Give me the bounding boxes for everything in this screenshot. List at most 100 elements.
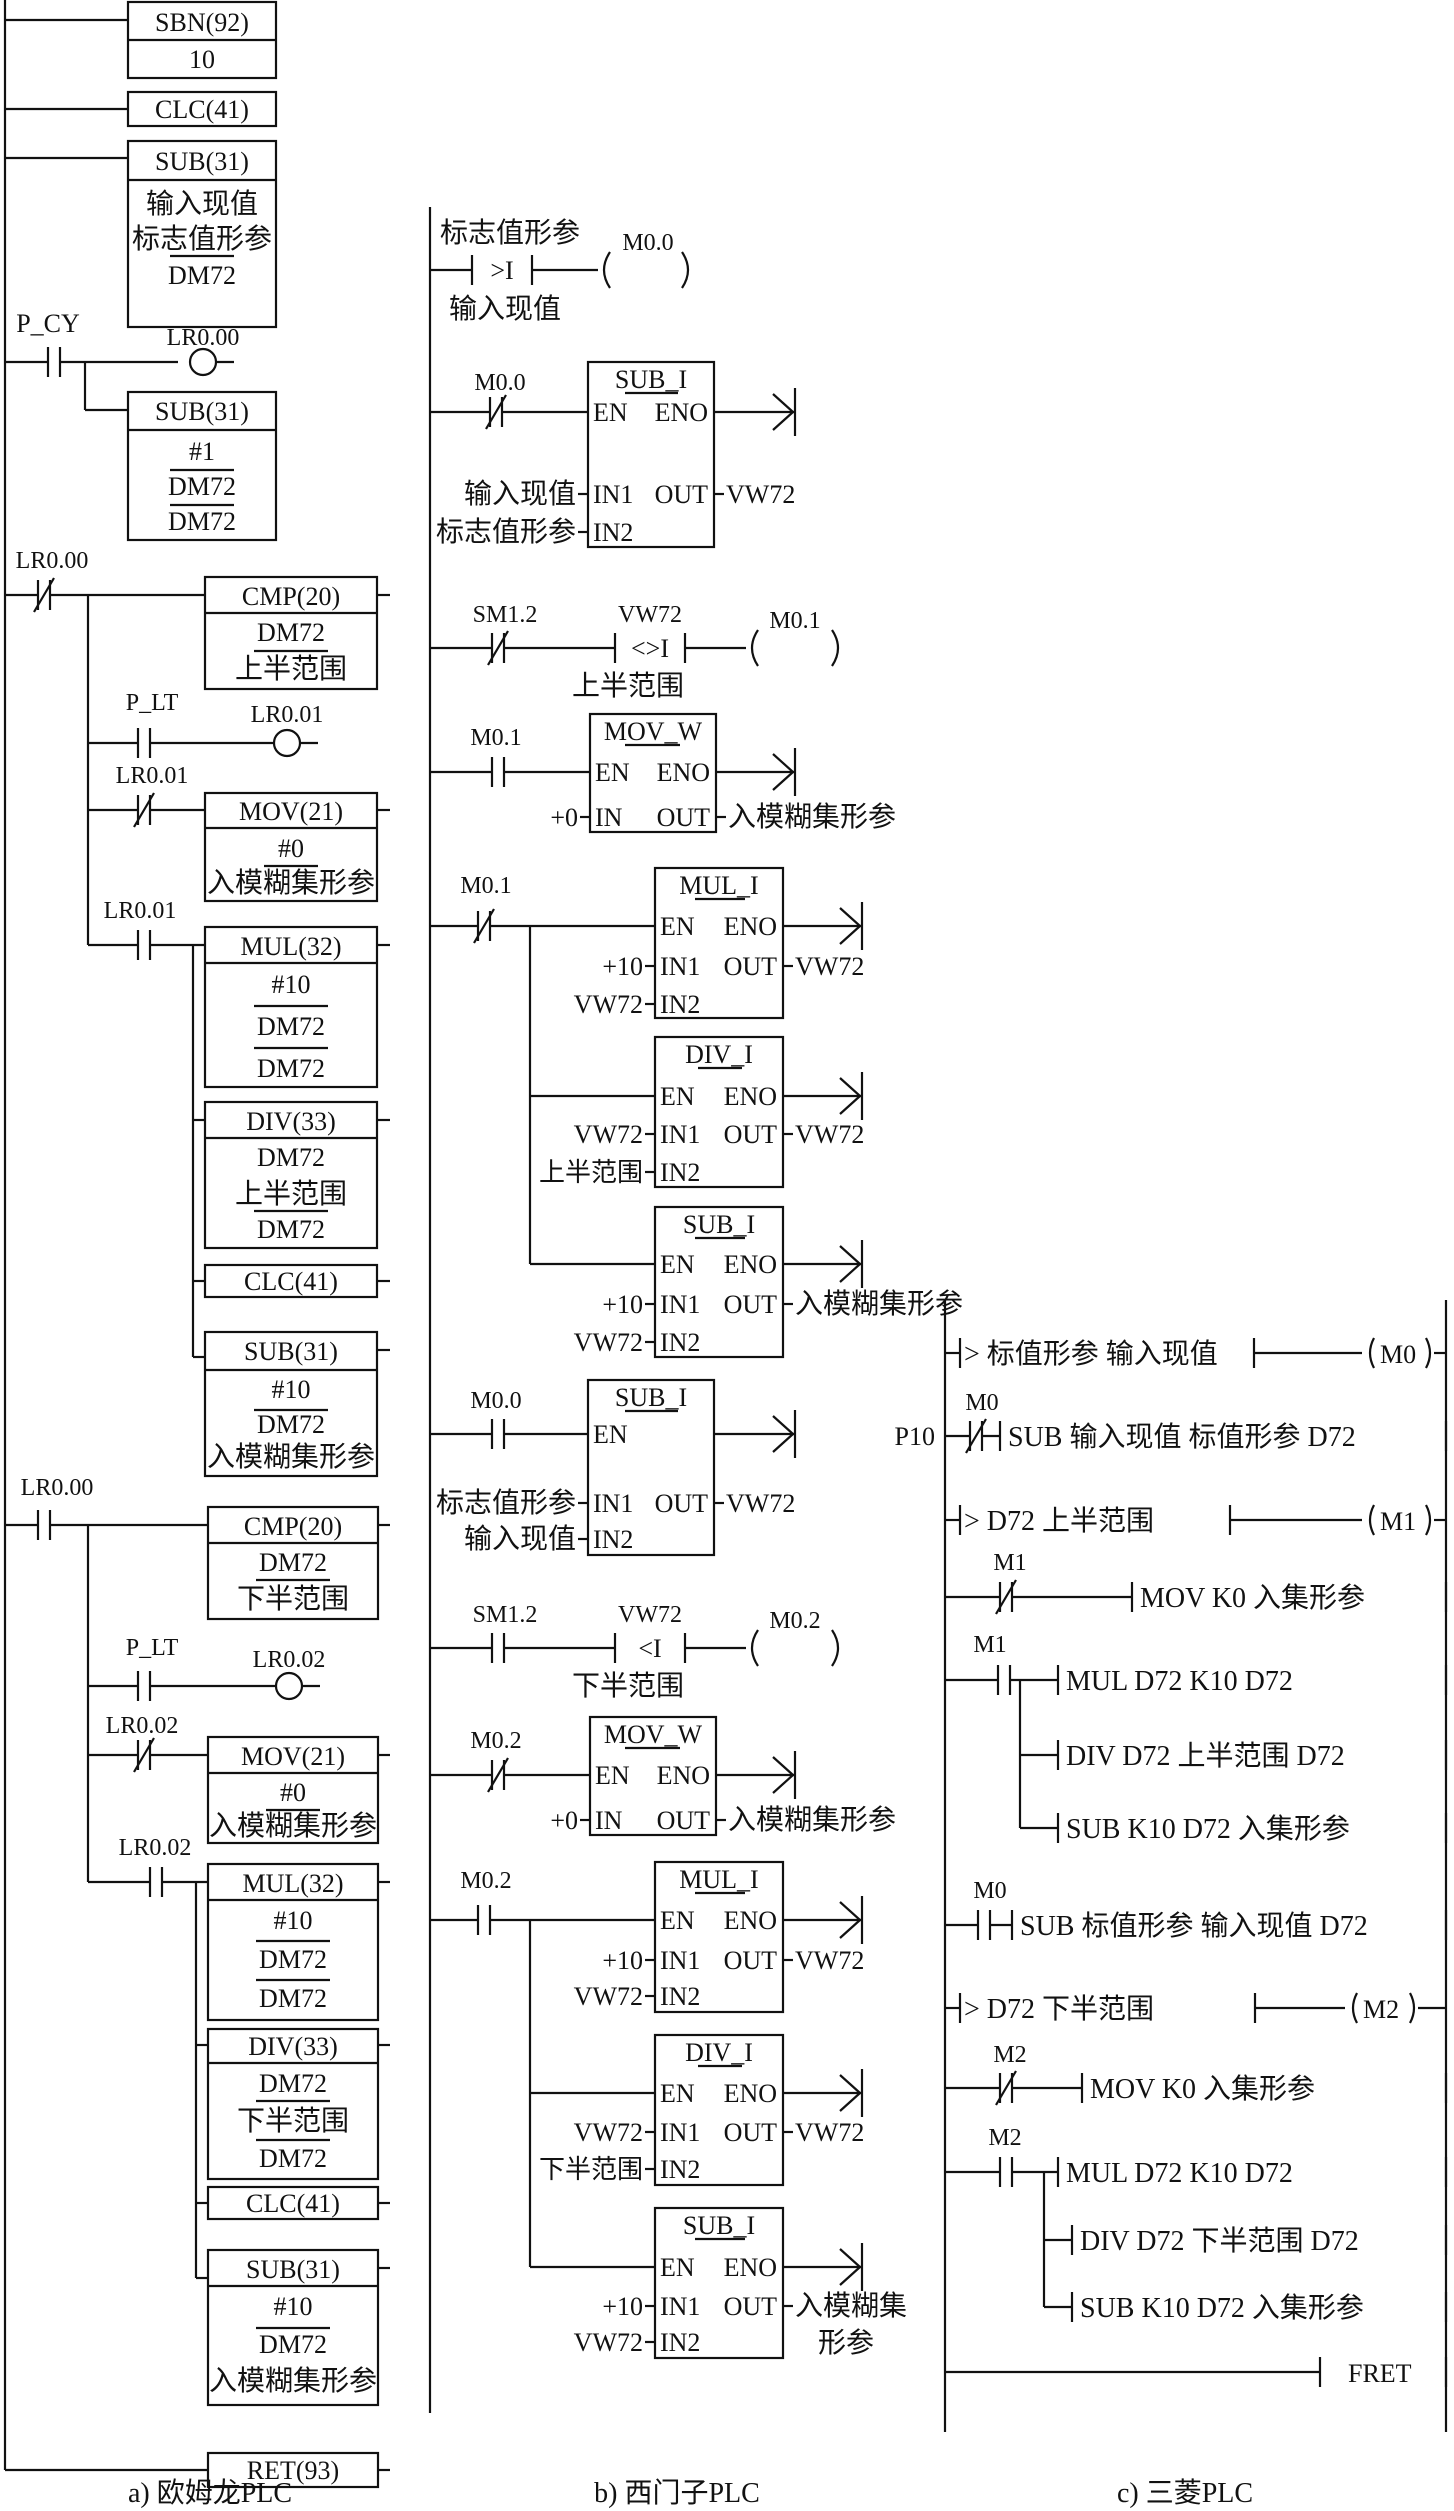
omron-div-operand: DM72 (259, 2144, 327, 2173)
siemens-operand: VW72 (795, 952, 864, 981)
siemens-operand: VW72 (574, 1120, 643, 1149)
siemens-pin-label: ENO (724, 1906, 777, 1935)
siemens-contact-label: M0.0 (474, 370, 525, 396)
omron-sub-operand: 入模糊集形参 (207, 1441, 375, 1473)
siemens-pin-label: OUT (655, 1489, 709, 1518)
omron-cmp-label: CMP(20) (244, 1512, 342, 1541)
omron-mul-label: MUL(32) (240, 932, 341, 961)
siemens-operand: VW72 (574, 990, 643, 1019)
siemens-pin-label: ENO (655, 398, 708, 427)
siemens-block-title: MUL_I (679, 871, 758, 900)
omron-coil-label: LR0.00 (167, 325, 240, 351)
siemens-pin-label: OUT (657, 803, 711, 832)
mitsubishi-compare: > D72 上半范围 (964, 1505, 1154, 1537)
siemens-contact-label: M0.1 (460, 873, 511, 899)
omron-contact-label: P_LT (126, 690, 179, 716)
siemens-operand: 输入现值 (464, 1523, 576, 1555)
siemens-operand: 形参 (818, 2327, 874, 2359)
siemens-compare-operand: 输入现值 (449, 293, 561, 325)
siemens-pin-label: IN1 (660, 952, 700, 981)
siemens-pin-label: ENO (724, 912, 777, 941)
siemens-block-title: MUL_I (679, 1865, 758, 1894)
omron-sub-operand: DM72 (257, 1410, 325, 1439)
caption-mitsubishi: c) 三菱PLC (1117, 2477, 1253, 2509)
omron-cmp-operand: 上半范围 (235, 653, 347, 685)
omron-mul-operand: #10 (272, 970, 311, 999)
siemens-block-title: SUB_I (683, 2211, 755, 2240)
siemens-operand: +0 (550, 803, 578, 832)
omron-sub-operand: 入模糊集形参 (209, 2365, 377, 2397)
mitsubishi-instruction: MOV K0 入集形参 (1140, 1582, 1365, 1614)
siemens-pin-label: IN1 (660, 1290, 700, 1319)
omron-sub-operand: #10 (272, 1375, 311, 1404)
omron-contact-label: P_LT (126, 1635, 179, 1661)
siemens-pin-label: ENO (724, 1250, 777, 1279)
siemens-compare-operand: 标志值形参 (440, 217, 580, 249)
siemens-block-title: SUB_I (615, 1383, 687, 1412)
siemens-compare-operand: VW72 (618, 1602, 682, 1628)
omron-contact-label: LR0.02 (119, 1835, 192, 1861)
omron-div-label: DIV(33) (246, 1107, 336, 1136)
siemens-operand: VW72 (795, 1946, 864, 1975)
mitsubishi-instruction: SUB K10 D72 入集形参 (1066, 1813, 1350, 1845)
siemens-pin-label: IN2 (593, 518, 633, 547)
siemens-pin-label: ENO (724, 2253, 777, 2282)
omron-contact-label: P_CY (16, 309, 80, 338)
siemens-pin-label: EN (595, 758, 630, 787)
caption-omron: a) 欧姆龙PLC (128, 2477, 292, 2509)
siemens-contact-label: M0.2 (460, 1868, 511, 1894)
siemens-compare-op: >I (490, 256, 513, 285)
mitsubishi-compare: > 标值形参 输入现值 (964, 1338, 1218, 1370)
mitsubishi-coil-label: M0 (1380, 1340, 1416, 1369)
siemens-pin-label: IN1 (593, 480, 633, 509)
siemens-operand: +10 (602, 2292, 643, 2321)
siemens-pin-label: IN (595, 803, 623, 832)
omron-sbn-label: SBN(92) (155, 8, 249, 37)
omron-mov-operand: #0 (278, 834, 304, 863)
siemens-operand: VW72 (795, 1120, 864, 1149)
omron-contact-label: LR0.00 (16, 548, 89, 574)
omron-sub-operand: #10 (274, 2292, 313, 2321)
omron-sub-operand: 标志值形参 (132, 223, 272, 255)
siemens-pin-label: EN (660, 2253, 695, 2282)
omron-sub-label: SUB(31) (244, 1337, 338, 1366)
siemens-pin-label: EN (593, 1420, 628, 1449)
mitsubishi-coil-label: M2 (1363, 1995, 1399, 2024)
mitsubishi-instruction: SUB 标值形参 输入现值 D72 (1020, 1910, 1368, 1942)
omron-mul-operand: DM72 (257, 1012, 325, 1041)
omron-mov-label: MOV(21) (239, 797, 343, 826)
siemens-pin-label: EN (660, 912, 695, 941)
siemens-operand: 入模糊集形参 (728, 1804, 896, 1836)
omron-mov-operand: #0 (280, 1778, 306, 1807)
siemens-pin-label: ENO (724, 2079, 777, 2108)
siemens-pin-label: OUT (657, 1806, 711, 1835)
omron-contact-label: LR0.01 (116, 763, 189, 789)
siemens-operand: 下半范围 (539, 2155, 643, 2184)
omron-mov-label: MOV(21) (241, 1742, 345, 1771)
siemens-pin-label: IN (595, 1806, 623, 1835)
siemens-pin-label: EN (660, 1082, 695, 1111)
mitsubishi-ladder: > 标值形参 输入现值 M0 P10 M0 SUB 输入现值 标值形参 D72 … (895, 1300, 1448, 2432)
siemens-contact-label: M0.1 (470, 725, 521, 751)
siemens-operand: 标志值形参 (436, 516, 576, 548)
omron-mov-operand: 入模糊集形参 (207, 867, 375, 899)
omron-mul-operand: DM72 (257, 1054, 325, 1083)
omron-contact-label: LR0.01 (104, 898, 177, 924)
siemens-pin-label: EN (593, 398, 628, 427)
omron-sub-operand: DM72 (168, 472, 236, 501)
siemens-block-title: MOV_W (604, 717, 703, 746)
omron-sub-operand: #1 (189, 437, 215, 466)
siemens-operand: +0 (550, 1806, 578, 1835)
siemens-operand: VW72 (574, 2328, 643, 2357)
siemens-operand: VW72 (574, 1328, 643, 1357)
siemens-pin-label: EN (660, 1906, 695, 1935)
siemens-pin-label: IN1 (660, 1946, 700, 1975)
siemens-block-title: MOV_W (604, 1720, 703, 1749)
siemens-contact-label: M0.0 (470, 1388, 521, 1414)
omron-contact-label: LR0.02 (106, 1713, 179, 1739)
mitsubishi-instruction: MUL D72 K10 D72 (1066, 1666, 1293, 1697)
siemens-operand: +10 (602, 952, 643, 981)
mitsubishi-instruction: MUL D72 K10 D72 (1066, 2158, 1293, 2189)
siemens-pin-label: IN2 (660, 2328, 700, 2357)
mitsubishi-instruction: DIV D72 上半范围 D72 (1066, 1740, 1345, 1772)
